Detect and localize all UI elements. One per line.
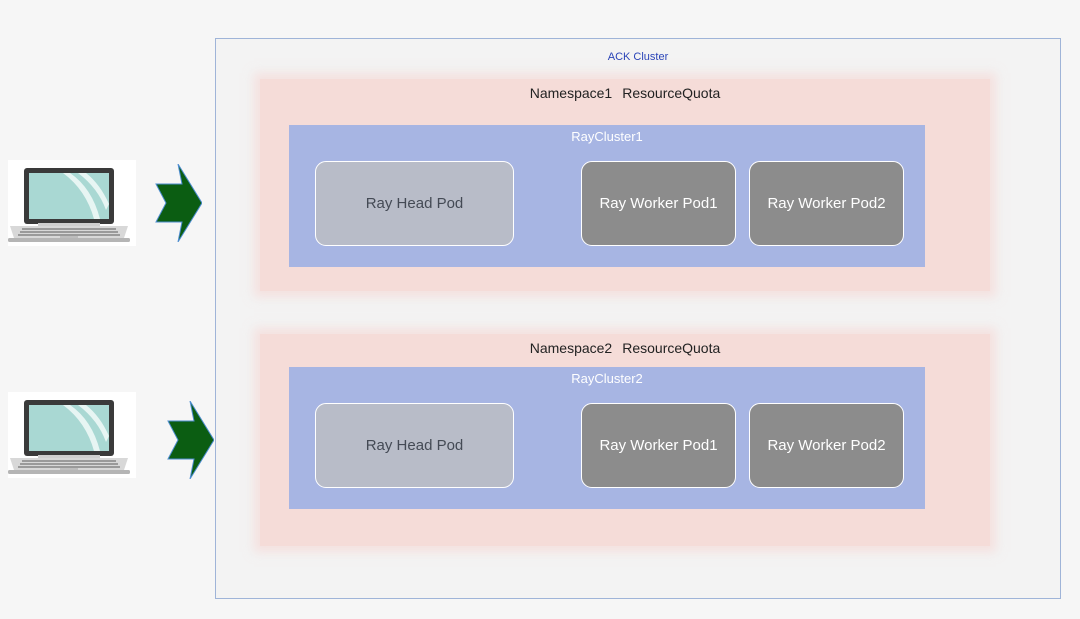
namespace-1-name: Namespace1	[529, 85, 613, 101]
raycluster-1: RayCluster1 Ray Head Pod Ray Worker Pod1…	[289, 125, 925, 267]
ray-worker-pod-2-2: Ray Worker Pod2	[749, 403, 904, 488]
ray-worker-pod-2-1: Ray Worker Pod1	[581, 403, 736, 488]
namespace-2-quota: ResourceQuota	[622, 340, 721, 356]
ray-worker-pod-1-2: Ray Worker Pod2	[749, 161, 904, 246]
namespace-2-title: Namespace2 ResourceQuota	[260, 340, 990, 356]
arrow-right-icon	[155, 164, 202, 242]
flow-arrow-1	[154, 164, 202, 242]
ray-worker-pod-1-1: Ray Worker Pod1	[581, 161, 736, 246]
namespace-2-name: Namespace2	[529, 340, 613, 356]
namespace-1-title: Namespace1 ResourceQuota	[260, 85, 990, 101]
laptop-icon	[8, 168, 130, 242]
raycluster-2: RayCluster2 Ray Head Pod Ray Worker Pod1…	[289, 367, 925, 509]
laptop-icon	[8, 400, 130, 474]
cluster-title: ACK Cluster	[607, 51, 669, 63]
namespace-1-quota: ResourceQuota	[622, 85, 721, 101]
ray-head-pod-1: Ray Head Pod	[315, 161, 514, 246]
raycluster-2-title: RayCluster2	[571, 371, 643, 386]
namespace-2: Namespace2 ResourceQuota RayCluster2 Ray …	[260, 334, 990, 546]
flow-arrow-2	[166, 401, 214, 479]
namespace-1: Namespace1 ResourceQuota RayCluster1 Ray …	[260, 79, 990, 291]
client-laptop-2	[8, 392, 136, 478]
client-laptop-1	[8, 160, 136, 246]
raycluster-1-title: RayCluster1	[571, 129, 643, 144]
ray-head-pod-2: Ray Head Pod	[315, 403, 514, 488]
arrow-right-icon	[167, 401, 214, 479]
